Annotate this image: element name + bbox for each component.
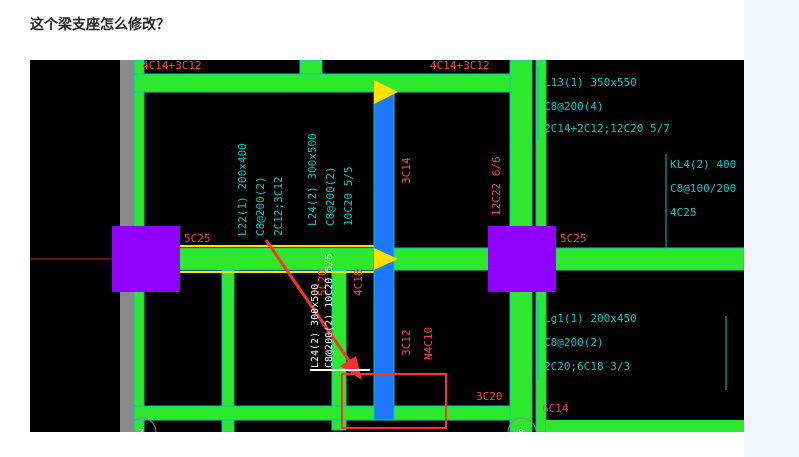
red-arrow-shaft [264, 239, 354, 366]
beam-main-horizontal [133, 247, 744, 271]
label-5c20: 5C20 [316, 270, 329, 297]
bottom-margin [30, 432, 744, 457]
label-6c14: 6C14 [542, 402, 569, 415]
label-l22-stirrup: C8@200(2) [254, 176, 267, 236]
label-3c12: 3C12 [400, 330, 413, 357]
support-left [112, 226, 180, 292]
label-n4c10: N4C10 [422, 327, 435, 360]
beam-top-horizontal [133, 73, 511, 93]
axis-bubble-8 [507, 417, 537, 432]
label-l24-name: L24(2) 300x500 [306, 133, 319, 226]
question-title: 这个梁支座怎么修改？ [30, 17, 170, 33]
triangle-marker-top [374, 80, 398, 104]
label-lg1-stirrup: C8@200(2) [544, 336, 604, 349]
label-kl4-rebar: 4C25 [670, 206, 697, 219]
label-l13-rebar: 2C14+2C12;12C20 5/7 [544, 122, 670, 135]
label-l24-rebar: 10C20 5/5 [342, 166, 355, 226]
label-5c25-right: 5C25 [560, 232, 587, 245]
support-right [488, 226, 556, 292]
label-l22-rebar: 2C12;3C12 [272, 176, 285, 236]
label-l13-name: L13(1) 350x550 [544, 76, 637, 89]
label-4c18: 4C18 [352, 270, 365, 297]
beam-bottom-right [546, 420, 744, 432]
label-l24-stirrup: C8@200(2) [324, 166, 337, 226]
label-l22-name: L22(1) 200x400 [236, 143, 249, 236]
label-l24-small-name: L24(2) 300x500 [310, 284, 321, 368]
beam-bottom-horizontal [133, 405, 511, 421]
label-12c22: 12C22 6/6 [490, 156, 503, 216]
axis-label-8: 8 [518, 428, 524, 432]
label-top-mid: 4C14+3C12 [430, 60, 490, 72]
label-kl4-name: KL4(2) 400 [670, 158, 736, 171]
label-l24-small-detail: C8@200(2) 10C20 5/5 [324, 254, 335, 368]
page-margin [744, 0, 799, 457]
label-lg1-name: Lg1(1) 200x450 [544, 312, 637, 325]
label-3c20: 3C20 [476, 390, 503, 403]
axis-bubble-7 [127, 417, 157, 432]
label-5c25-left: 5C25 [184, 232, 211, 245]
axis-label-7: 7 [138, 428, 144, 432]
highlight-box [341, 373, 447, 429]
cad-drawing: 4C14+3C12 4C14+3C12 L13(1) 350x550 C8@20… [30, 60, 744, 432]
label-kl4-stirrup: C8@100/200 [670, 182, 736, 195]
label-lg1-rebar: 2C20;6C18 3/3 [544, 360, 630, 373]
label-3c14: 3C14 [400, 157, 413, 184]
label-top-left: 4C14+3C12 [142, 60, 202, 72]
cad-screenshot: 4C14+3C12 4C14+3C12 L13(1) 350x550 C8@20… [30, 60, 744, 432]
label-l13-stirrup: C8@200(4) [544, 100, 604, 113]
triangle-marker-mid [374, 248, 398, 270]
